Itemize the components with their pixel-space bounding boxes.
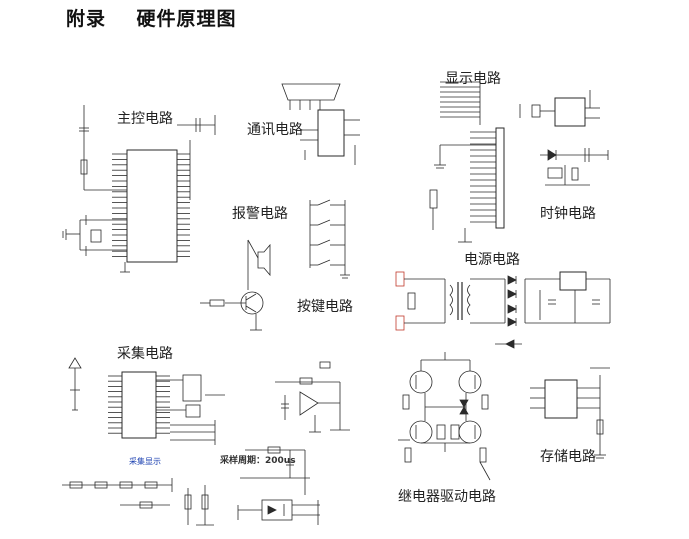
storage-circuit bbox=[530, 367, 610, 459]
label-power: 电源电路 bbox=[464, 252, 520, 268]
power-circuit bbox=[395, 271, 611, 349]
acquisition-circuit bbox=[62, 357, 225, 526]
label-storage: 存储电路 bbox=[540, 449, 596, 465]
note-sampling-period: 采样周期：200us bbox=[220, 456, 296, 466]
relay-drive-circuit bbox=[398, 352, 491, 481]
main-control-circuit bbox=[62, 105, 216, 273]
analog-front-end bbox=[237, 361, 350, 525]
communication-circuit bbox=[281, 83, 360, 165]
label-acquisition: 采集电路 bbox=[117, 346, 173, 362]
display-circuit bbox=[429, 81, 505, 243]
keys-circuit bbox=[309, 199, 350, 279]
label-communication: 通讯电路 bbox=[247, 122, 303, 138]
label-alarm: 报警电路 bbox=[232, 206, 288, 222]
label-relay-drive: 继电器驱动电路 bbox=[398, 489, 496, 505]
alarm-circuit bbox=[200, 239, 271, 331]
note-sampling-display: 采集显示 bbox=[129, 457, 161, 466]
label-display: 显示电路 bbox=[445, 71, 501, 87]
label-main-control: 主控电路 bbox=[117, 111, 173, 127]
clock-circuit bbox=[519, 90, 609, 186]
label-keys: 按键电路 bbox=[297, 299, 353, 315]
page-title: 附录 硬件原理图 bbox=[66, 8, 237, 30]
label-clock: 时钟电路 bbox=[540, 206, 596, 222]
